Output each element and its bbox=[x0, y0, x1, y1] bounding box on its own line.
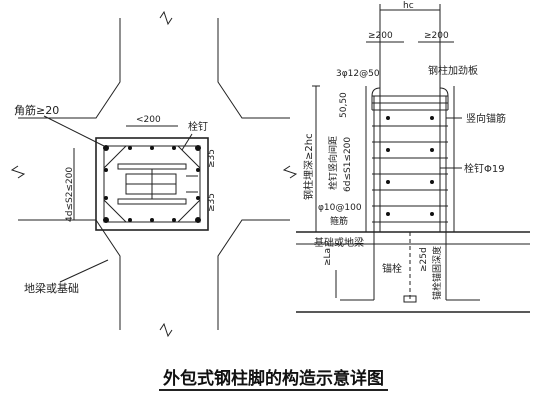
label-right-dim-2: ≥35 bbox=[207, 193, 217, 212]
label-depth: ≥25d bbox=[419, 247, 429, 272]
stud-dot bbox=[386, 116, 390, 120]
label-top-dim: <200 bbox=[136, 115, 161, 125]
beam-outline-se bbox=[217, 219, 290, 330]
left-plan-rebars bbox=[103, 145, 201, 223]
hook-left bbox=[371, 87, 381, 110]
rebar-dot bbox=[128, 218, 132, 222]
stud-dot bbox=[386, 180, 390, 184]
stud-dot bbox=[430, 180, 434, 184]
corner-rebar bbox=[195, 145, 201, 151]
label-hc: hc bbox=[403, 1, 414, 11]
right-section-view bbox=[296, 4, 530, 313]
leader-stud bbox=[181, 133, 193, 151]
break-mark-bottom bbox=[159, 322, 173, 338]
label-right-dim-1: ≥35 bbox=[207, 149, 217, 168]
label-stud-dia: 栓钉Φ19 bbox=[464, 162, 505, 175]
break-mark-right bbox=[282, 165, 298, 179]
leader-corner-bar bbox=[43, 115, 105, 147]
rebar-dot bbox=[104, 168, 108, 172]
corner-rebar bbox=[195, 217, 201, 223]
label-5050: 50,50 bbox=[339, 92, 349, 118]
label-foundation-beam: 基础或地梁 bbox=[314, 236, 364, 249]
rebar-dot bbox=[104, 196, 108, 200]
label-anchor-depth: 锚栓锚固深度 bbox=[431, 246, 443, 300]
label-height: 钢柱埋深≥2hc bbox=[302, 133, 315, 200]
stud-dot bbox=[386, 148, 390, 152]
corner-rebar bbox=[103, 145, 109, 151]
label-top-stirrups: 3φ12@50 bbox=[336, 69, 380, 79]
label-beam: 地梁或基础 bbox=[24, 281, 79, 295]
rebar-dot bbox=[150, 146, 154, 150]
label-dim-right: ≥200 bbox=[424, 31, 449, 41]
leader-beam bbox=[59, 259, 109, 283]
stirrup-group bbox=[372, 95, 448, 223]
octagonal-tie bbox=[103, 145, 201, 223]
caption-text: 外包式钢柱脚的构造示意详图 bbox=[159, 369, 388, 391]
break-mark-top bbox=[159, 10, 173, 26]
rebar-dot bbox=[128, 146, 132, 150]
figure-caption: 外包式钢柱脚的构造示意详图 bbox=[0, 364, 547, 391]
anchor-plate bbox=[403, 295, 417, 303]
label-stiffener: 钢柱加劲板 bbox=[428, 64, 478, 77]
label-left-dim: 4d≤S2≤200 bbox=[65, 167, 75, 222]
break-mark-left bbox=[10, 165, 26, 179]
column-flange-bottom bbox=[117, 198, 187, 205]
beam-outline-sw bbox=[18, 219, 121, 330]
rebar-dot bbox=[172, 146, 176, 150]
beam-outline-ne bbox=[217, 18, 290, 119]
drawing-canvas: 角筋≥20 栓钉 <200 4d≤S2≤200 ≥35 ≥35 地梁或基础 hc… bbox=[10, 1, 530, 338]
label-corner-bar: 角筋≥20 bbox=[14, 103, 59, 117]
rebar-dot bbox=[172, 218, 176, 222]
rebar-dot bbox=[196, 168, 200, 172]
corner-rebar bbox=[103, 217, 109, 223]
label-stud-spacing: 栓钉竖向间距 bbox=[327, 136, 339, 190]
stud-dot bbox=[386, 212, 390, 216]
rebar-dot bbox=[196, 196, 200, 200]
stud-dot bbox=[430, 116, 434, 120]
label-hoop: 箍筋 bbox=[330, 215, 348, 227]
label-vertical-anchor: 竖向锚筋 bbox=[466, 112, 506, 125]
column-flange-top bbox=[117, 163, 187, 170]
stud-dot bbox=[430, 212, 434, 216]
label-dim-left: ≥200 bbox=[368, 31, 393, 41]
label-stud-range: 6d≤S1≤200 bbox=[343, 137, 353, 192]
stud-dots bbox=[386, 116, 434, 216]
encasement-outline bbox=[95, 137, 209, 231]
beam-outline-nw bbox=[18, 18, 121, 119]
label-stud: 栓钉 bbox=[188, 120, 208, 133]
rebar-dot bbox=[150, 218, 154, 222]
label-stirrups: φ10@100 bbox=[318, 203, 362, 213]
hook-right bbox=[439, 87, 449, 110]
label-la: ≥La bbox=[323, 248, 333, 266]
label-anchor-bolt: 锚栓 bbox=[382, 262, 402, 275]
stud-dot bbox=[430, 148, 434, 152]
